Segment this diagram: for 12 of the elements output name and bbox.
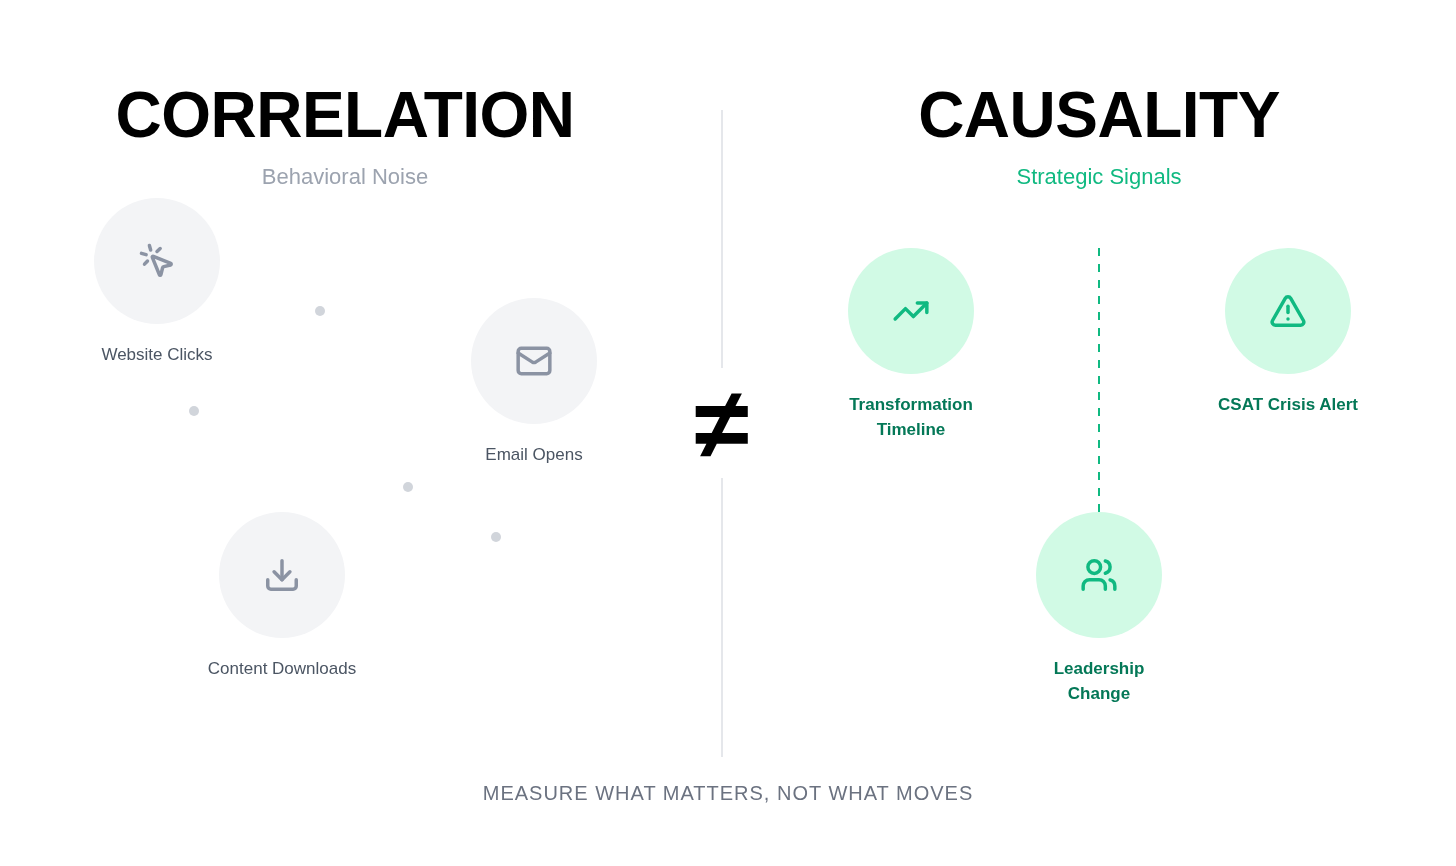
- section-heading: CORRELATION: [114, 78, 576, 152]
- section-subtitle: Strategic Signals: [1015, 164, 1183, 190]
- dashed-connector-line: [1098, 247, 1100, 513]
- section-heading: CAUSALITY: [917, 78, 1281, 152]
- node-label: CSAT Crisis Alert: [1217, 394, 1359, 416]
- caption: MEASURE WHAT MATTERS, NOT WHAT MOVES: [481, 782, 975, 805]
- section-subtitle: Behavioral Noise: [260, 164, 430, 190]
- node-label: Website Clicks: [100, 344, 214, 366]
- node-label: Email Opens: [484, 444, 584, 466]
- node-label: Content Downloads: [207, 658, 357, 680]
- node-label: Leadership Change: [1052, 658, 1146, 705]
- node-label: Transformation Timeline: [848, 394, 974, 441]
